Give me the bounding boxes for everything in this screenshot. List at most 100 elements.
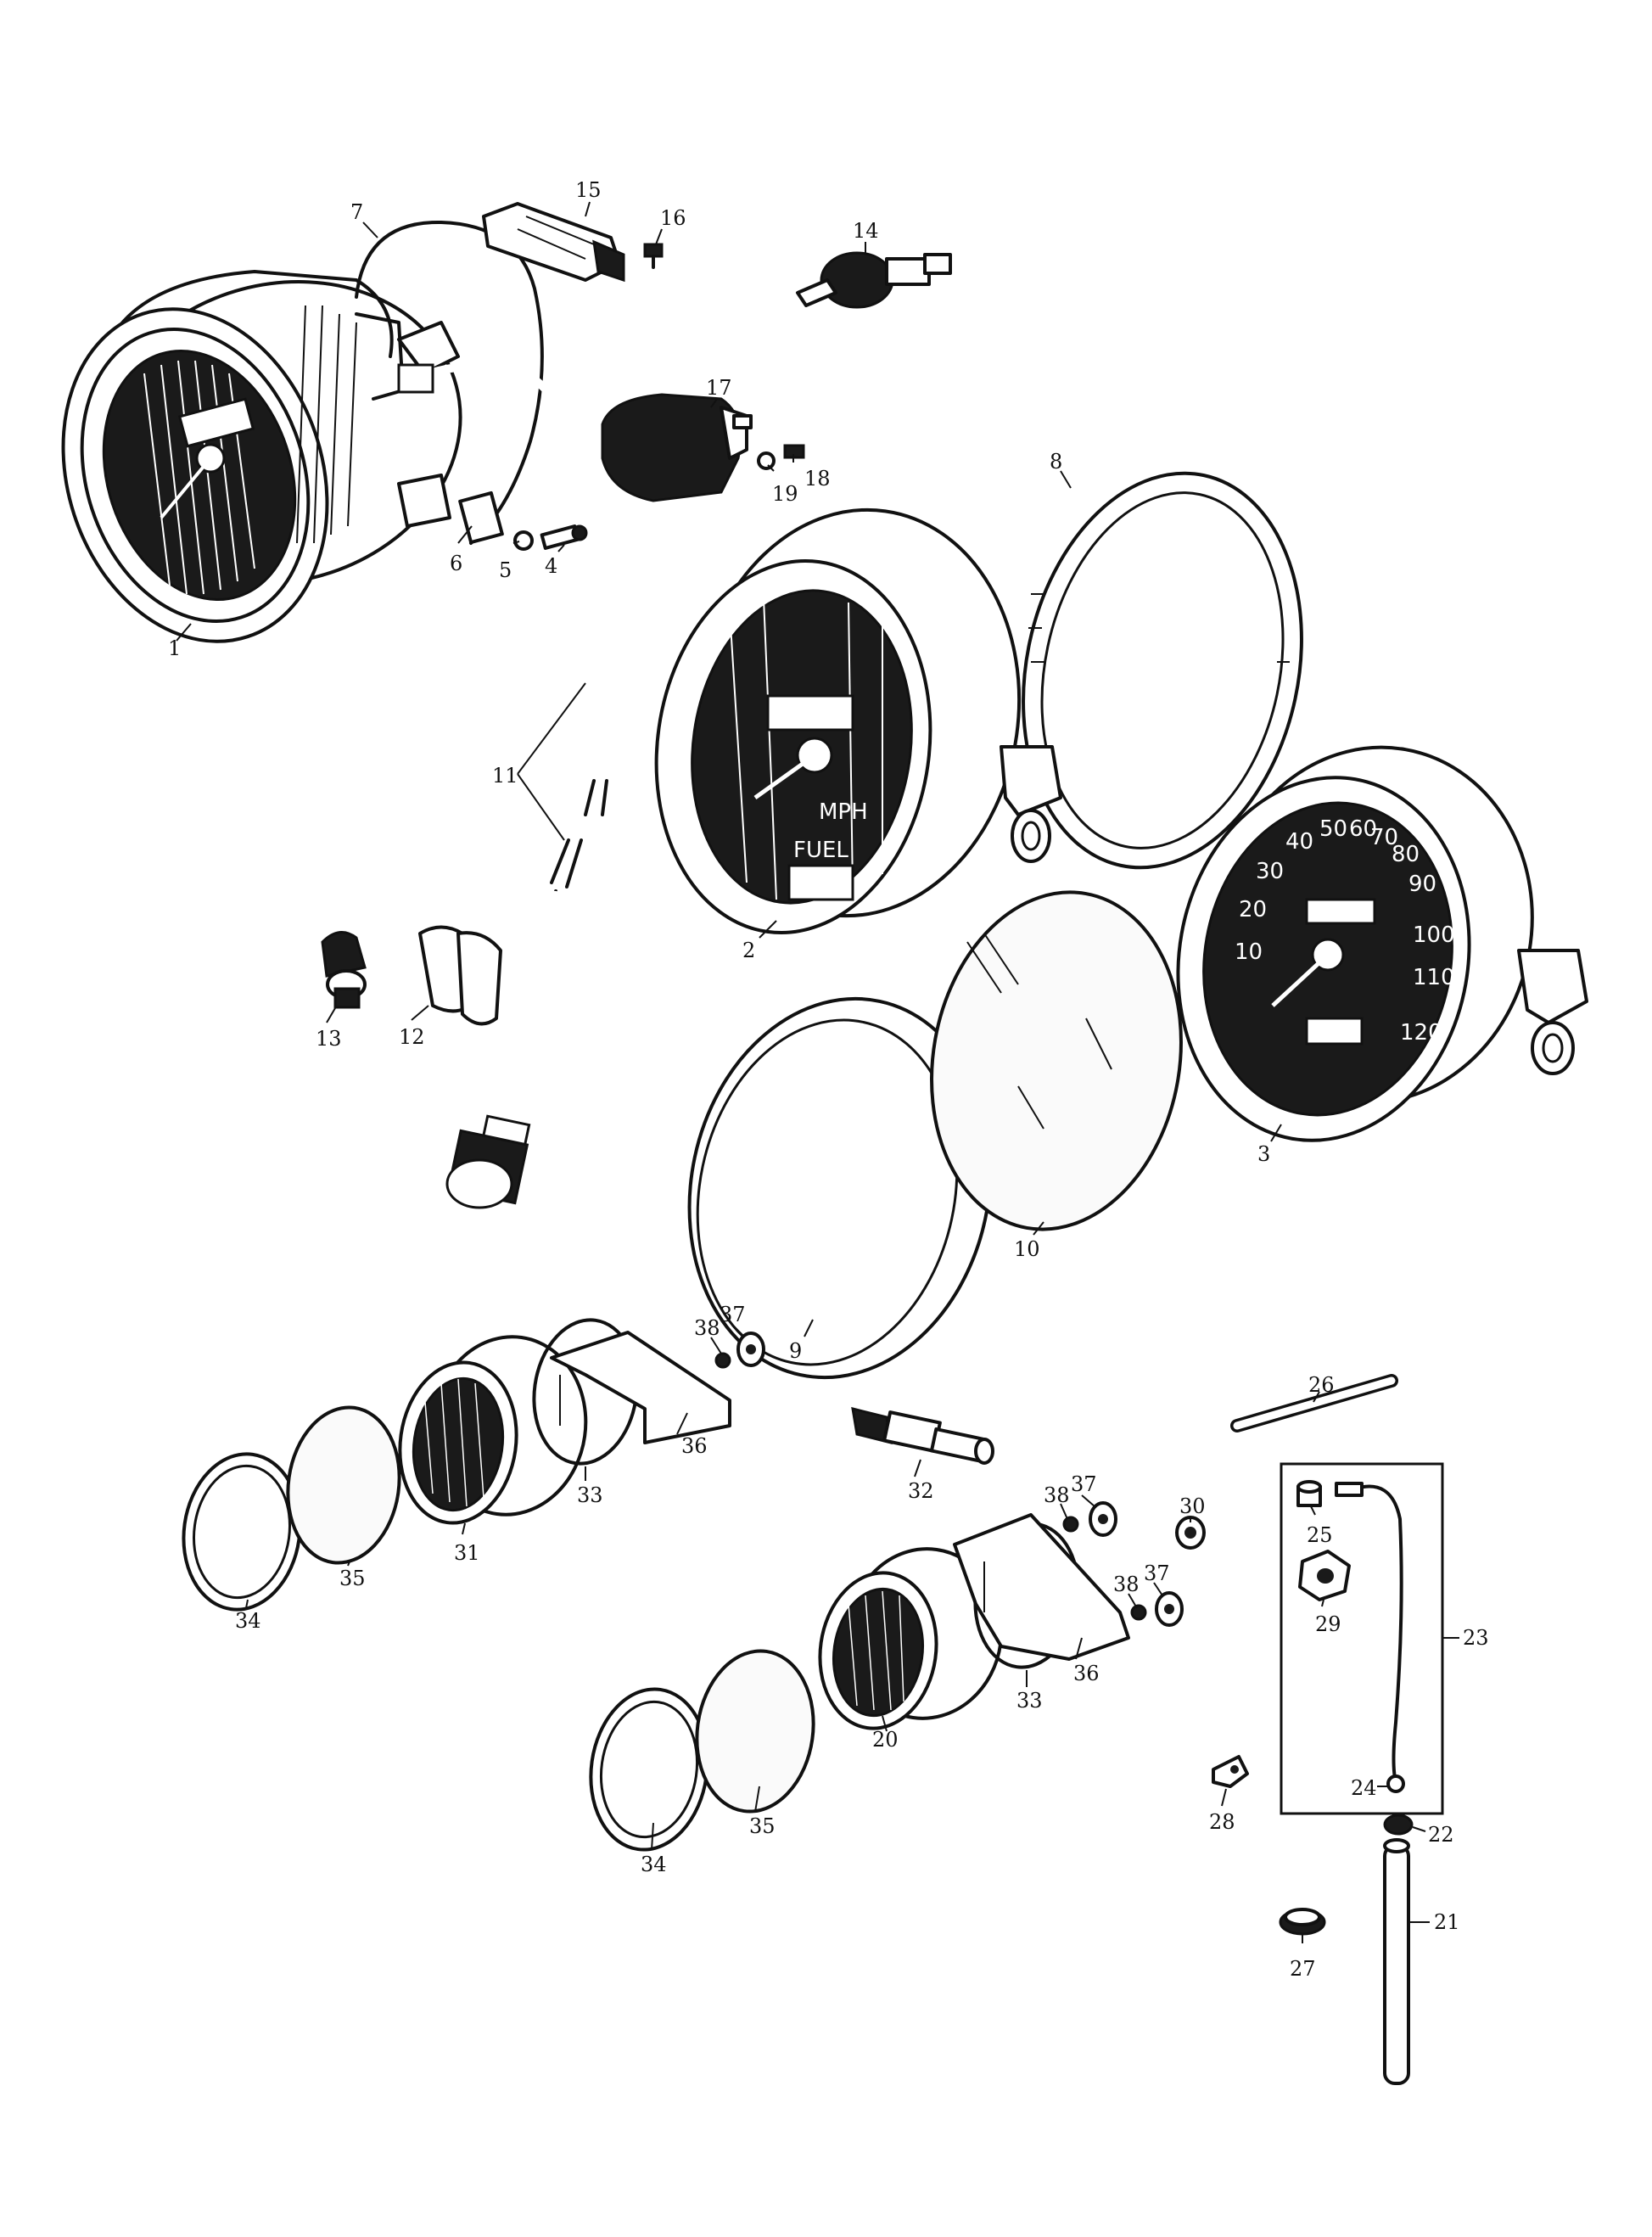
label-2: 2 [742,939,755,962]
speedo-20: 20 [1239,897,1267,922]
part-26-rod [1230,1374,1398,1432]
label-26: 26 [1308,1373,1335,1397]
label-8: 8 [1050,450,1062,474]
part-28-clip [1212,1755,1249,1788]
part-29-nut [1298,1550,1351,1601]
label-5: 5 [499,558,512,582]
speedo-110: 110 [1413,965,1455,990]
label-36-upper: 36 [681,1434,708,1458]
label-38-upper: 38 [694,1316,720,1340]
part-10-glass [930,890,1183,1231]
label-27: 27 [1290,1957,1316,1981]
speedo-60: 60 [1349,816,1377,842]
part-2-dial-hatch [729,597,883,900]
speedo-50: 50 [1319,816,1347,842]
speedo-30: 30 [1256,859,1284,884]
part-11-speedo-cable [397,362,612,1209]
label-33-upper: 33 [577,1483,603,1507]
part-2-fuel-text: FUEL [793,838,848,863]
label-37-upper: 37 [720,1303,746,1326]
part-6-clip [458,491,504,545]
label-13: 13 [316,1027,342,1051]
label-14: 14 [853,219,879,243]
label-9: 9 [789,1339,802,1363]
label-1: 1 [168,636,181,660]
speedo-80: 80 [1392,842,1420,867]
part-23-kit-box [1280,1462,1444,1815]
label-35-lower: 35 [749,1814,776,1838]
part-38-washer-middle [1062,1516,1079,1533]
part-36-bracket-lower [953,1513,1130,1661]
speedo-70: 70 [1370,825,1398,850]
part-25-union [1296,1480,1322,1507]
part-8-bezel-ring [1022,471,1303,870]
label-21: 21 [1434,1910,1460,1934]
part-31-small-gauge [398,1335,588,1525]
label-10: 10 [1014,1237,1040,1261]
part-13-grommet [321,931,367,1009]
label-11: 11 [492,764,518,788]
label-7: 7 [350,200,363,224]
label-38-lower: 38 [1113,1573,1140,1596]
part-2-mph-text: MPH [819,799,868,825]
label-38-middle: 38 [1044,1483,1070,1507]
speedo-90: 90 [1408,872,1436,897]
label-29: 29 [1315,1612,1341,1636]
label-3: 3 [1257,1142,1270,1166]
part-14-pressure-switch [796,251,952,309]
part-24-olive [1386,1774,1405,1793]
label-22: 22 [1428,1823,1454,1847]
callout-labels: 1 2 3 4 5 6 7 8 9 10 11 12 13 14 15 16 1… [168,178,1489,1981]
speedo-100: 100 [1413,922,1455,948]
part-1-dial-hatch [143,360,255,595]
label-34-upper: 34 [235,1609,261,1633]
label-16: 16 [660,206,686,230]
speedometer-3-scale: 10 20 30 40 50 60 70 80 90 100 110 120 [1235,816,1455,1046]
label-35-upper: 35 [339,1567,366,1590]
label-37-lower: 37 [1144,1561,1170,1585]
part-12-clip [418,925,502,1026]
label-28: 28 [1209,1810,1235,1834]
label-20: 20 [872,1728,899,1752]
part-38-washer-upper [714,1352,731,1369]
label-24: 24 [1351,1776,1377,1800]
part-3-speedometer: 10 20 30 40 50 60 70 80 90 100 110 120 [1176,745,1588,1142]
label-12: 12 [399,1025,425,1049]
label-31: 31 [454,1541,480,1565]
label-33-lower: 33 [1016,1689,1043,1713]
part-5-washer [513,530,534,551]
label-15: 15 [575,178,602,202]
part-16-screw [643,243,664,269]
speedo-120: 120 [1400,1020,1442,1046]
label-37-middle: 37 [1071,1472,1097,1496]
part-27-grommet [1279,1908,1326,1936]
part-19-washer [757,451,776,470]
part-35-lens-upper [286,1405,401,1565]
label-17: 17 [706,376,732,400]
part-1-combined-instrument [61,270,462,643]
label-34-lower: 34 [641,1853,667,1876]
part-17-lamp-housing [601,393,753,502]
part-34-ring-upper [182,1452,302,1612]
label-6: 6 [450,552,462,575]
part-34-ring-lower [589,1687,709,1852]
label-30: 30 [1179,1494,1206,1518]
part-20-small-gauge [818,1547,1016,1730]
part-37-nut-lower [1155,1591,1184,1627]
label-18: 18 [804,467,831,491]
label-36-lower: 36 [1073,1662,1100,1685]
part-32-temp-sender [851,1406,994,1465]
speedo-10: 10 [1235,939,1263,965]
part-21-tube [1383,1838,1410,2085]
label-25: 25 [1307,1523,1333,1547]
label-32: 32 [908,1479,934,1503]
label-4: 4 [545,554,557,578]
speedo-40: 40 [1285,829,1313,855]
part-35-lens-lower [695,1649,815,1814]
part-36-bracket-upper [550,1331,731,1444]
part-2-gauge: MPH FUEL [654,507,1062,934]
label-23: 23 [1463,1626,1489,1650]
part-37-nut-upper [736,1332,765,1367]
part-38-washer-lower [1130,1604,1147,1621]
